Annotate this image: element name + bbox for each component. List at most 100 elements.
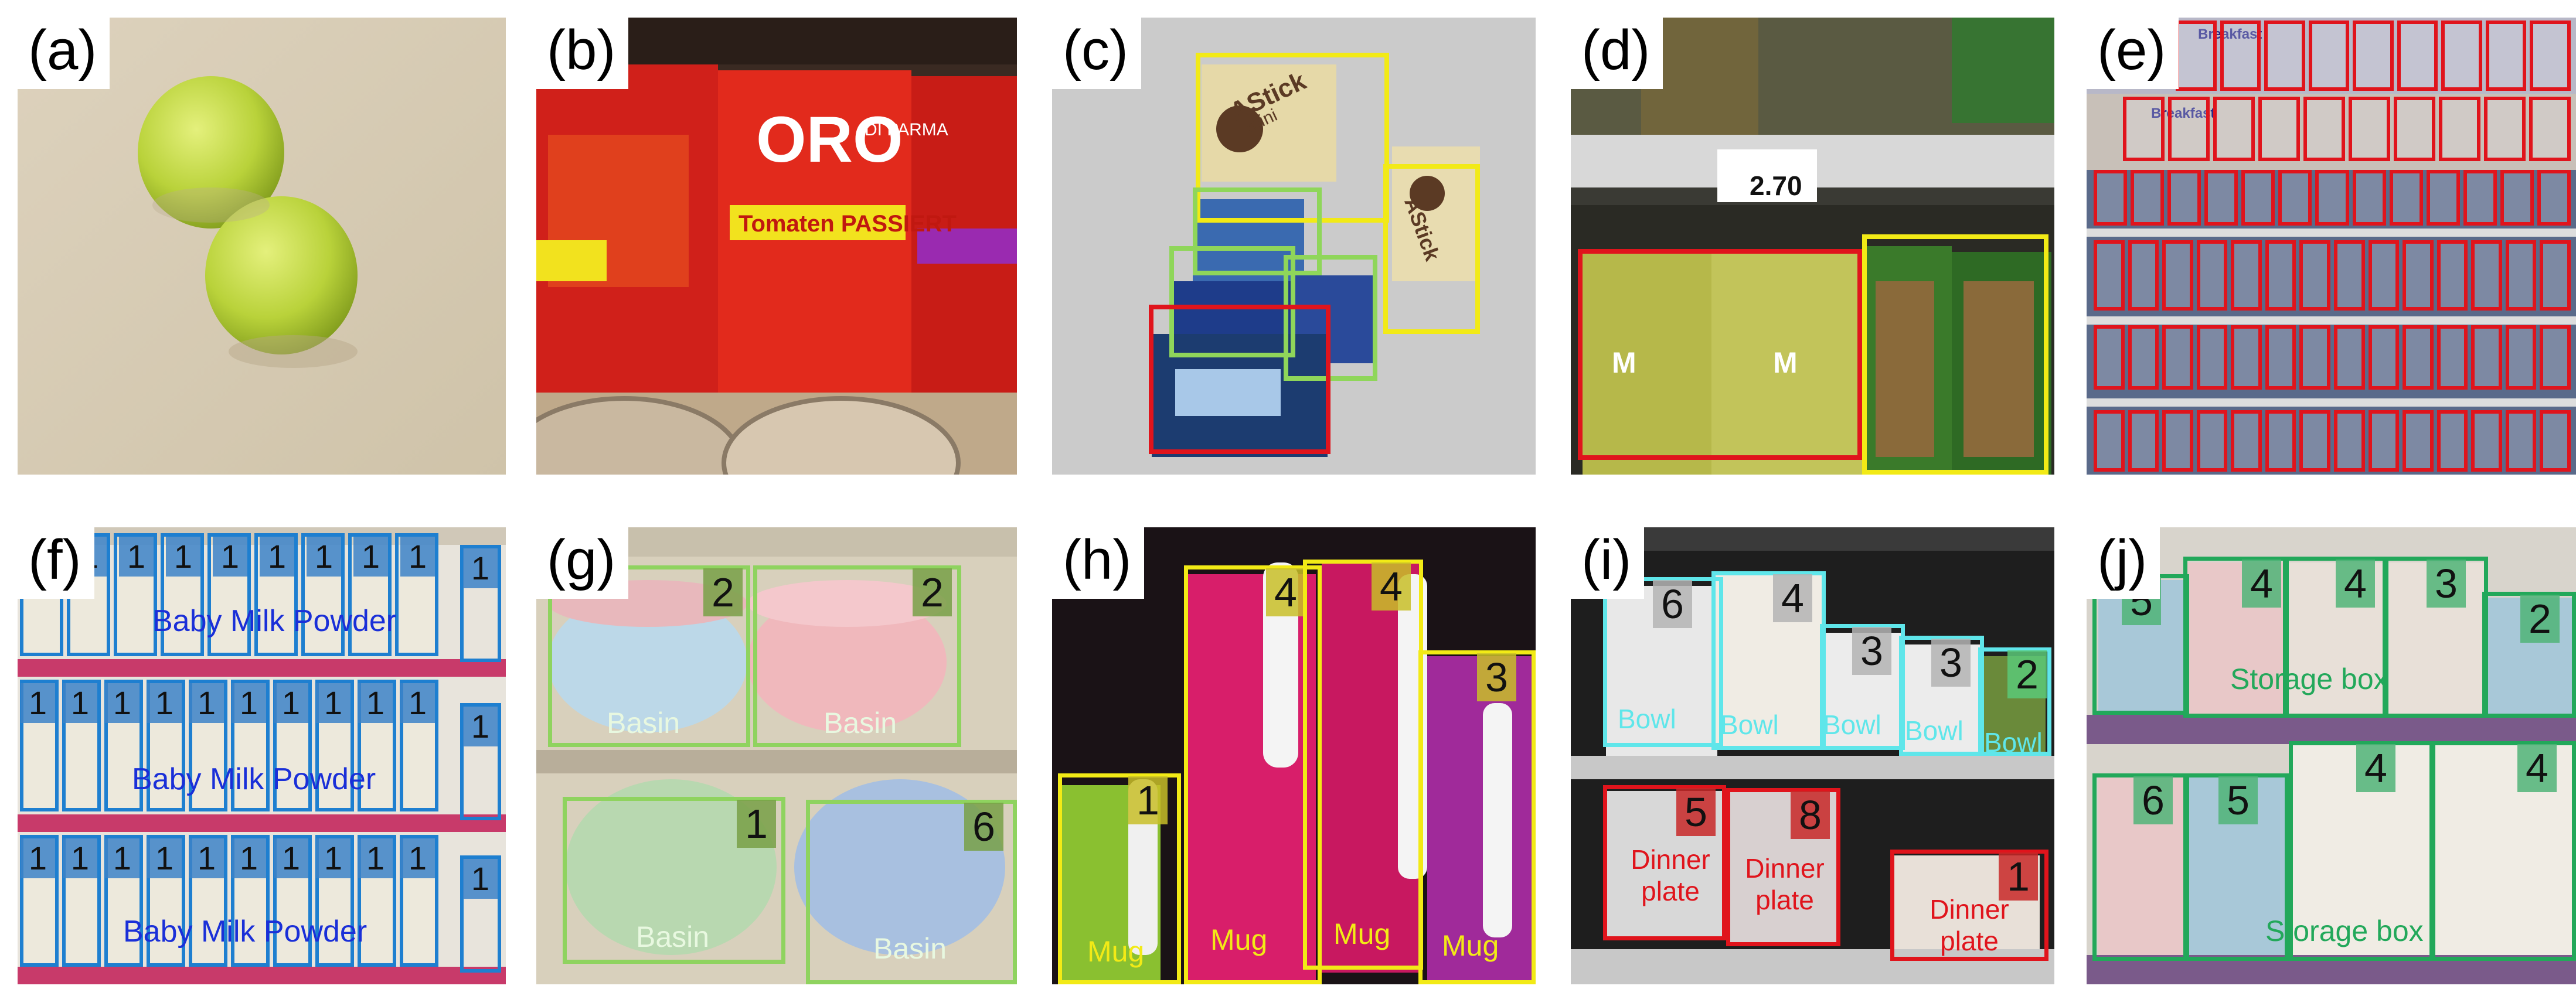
detection-box	[2131, 170, 2165, 226]
count-badge: 4	[2356, 744, 2395, 792]
detection-box	[2123, 97, 2165, 161]
category-label: Basin	[607, 707, 680, 739]
detection-box: 1	[231, 835, 270, 967]
detection-box	[2213, 97, 2255, 161]
panel-g: 2 2 1 6 Basin Basin Basin Basin (g)	[536, 527, 1017, 984]
count-badge: 4	[2517, 744, 2557, 792]
detection-box: 1	[400, 835, 438, 967]
count-badge: 1	[1128, 776, 1168, 824]
count-badge: 1	[189, 683, 224, 723]
detection-box	[2368, 240, 2400, 311]
count-badge: 1	[20, 838, 55, 878]
detection-box	[2403, 240, 2434, 311]
detection-box	[2540, 325, 2571, 390]
detection-box: 1	[315, 835, 354, 967]
detection-box	[2231, 410, 2262, 472]
category-label: Mug	[1087, 935, 1145, 968]
photo-two-limes	[18, 18, 506, 475]
count-badge: 6	[1653, 580, 1692, 628]
detection-box: 1	[254, 533, 298, 656]
detection-box	[2537, 170, 2571, 226]
detection-box	[2439, 97, 2480, 161]
detection-box	[1058, 773, 1181, 984]
count-badge: 5	[2218, 776, 2258, 824]
count-badge: 1	[20, 683, 55, 723]
detection-box	[2278, 170, 2312, 226]
detection-box: 1	[301, 533, 345, 656]
detection-box	[2441, 21, 2482, 91]
detection-box: 1	[62, 680, 101, 811]
detection-box: 1	[104, 680, 143, 811]
detection-box	[2403, 410, 2434, 472]
detection-box	[1193, 187, 1322, 275]
detection-box: 1	[207, 533, 251, 656]
category-label: Bowl	[1984, 727, 2043, 758]
detection-box: 1	[348, 533, 392, 656]
count-badge: 2	[2007, 650, 2047, 698]
count-badge: 4	[1773, 574, 1812, 622]
detection-box: 1	[358, 835, 396, 967]
panel-label: (a)	[18, 18, 110, 89]
detection-box	[2299, 410, 2330, 472]
detection-box	[2265, 410, 2296, 472]
category-label: Storage box	[2230, 663, 2388, 695]
count-badge: 3	[1477, 653, 1516, 701]
count-badge: 1	[462, 859, 498, 899]
detection-box	[2471, 240, 2502, 311]
detection-box	[1149, 305, 1330, 454]
product-label: Breakfast	[2198, 26, 2262, 42]
detection-box: 1	[273, 835, 312, 967]
detection-box: 1	[20, 835, 59, 967]
count-badge: 1	[104, 683, 139, 723]
detection-box	[2204, 170, 2238, 226]
count-badge: 6	[2133, 776, 2173, 824]
detection-box	[2299, 240, 2330, 311]
count-badge: 1	[462, 707, 498, 746]
can-brand-small: DI PARMA	[865, 120, 948, 139]
can-label: Tomaten PASSIERT	[739, 211, 957, 237]
detection-box	[2265, 325, 2296, 390]
count-badge: 1	[273, 683, 308, 723]
panel-label: (c)	[1052, 18, 1141, 89]
detection-box	[2540, 240, 2571, 311]
detection-box: 1	[395, 533, 438, 656]
detection-box	[2196, 240, 2228, 311]
detection-box	[2168, 97, 2210, 161]
category-label: Bowl	[1905, 715, 1964, 746]
count-badge: 4	[1372, 562, 1411, 611]
category-label: Dinner plate	[1930, 894, 2009, 956]
count-badge: 1	[273, 838, 308, 878]
count-badge: 1	[231, 838, 266, 878]
count-badge: 1	[1999, 852, 2038, 901]
detection-box	[2500, 170, 2534, 226]
count-badge: 1	[118, 537, 154, 577]
count-badge: 4	[1266, 568, 1305, 616]
count-badge: 1	[353, 537, 388, 577]
detection-box	[1196, 53, 1389, 223]
category-label: Mug	[1442, 929, 1499, 962]
detection-box	[2231, 240, 2262, 311]
detection-box	[2334, 410, 2365, 472]
detection-box	[2128, 410, 2159, 472]
detection-box	[1603, 785, 1726, 940]
category-label: Baby Milk Powder	[132, 762, 376, 796]
detection-box: 1	[20, 680, 59, 811]
detection-box: 1	[114, 533, 157, 656]
detection-box	[2334, 240, 2365, 311]
count-badge: 1	[165, 537, 200, 577]
detection-box	[2368, 410, 2400, 472]
count-badge: 1	[62, 838, 97, 878]
detection-box	[2258, 97, 2300, 161]
detection-box	[2403, 325, 2434, 390]
detection-box: 1	[189, 680, 227, 811]
count-badge: 1	[306, 537, 341, 577]
detection-box	[1726, 788, 1840, 946]
detection-box	[2505, 325, 2537, 390]
panel-label: (g)	[536, 527, 629, 599]
count-badge: 2	[2520, 595, 2560, 643]
category-label: Basin	[823, 707, 897, 739]
detection-box	[2128, 240, 2159, 311]
detection-box	[2220, 21, 2261, 91]
category-label: Storage box	[2265, 915, 2424, 947]
detection-box	[753, 565, 961, 747]
